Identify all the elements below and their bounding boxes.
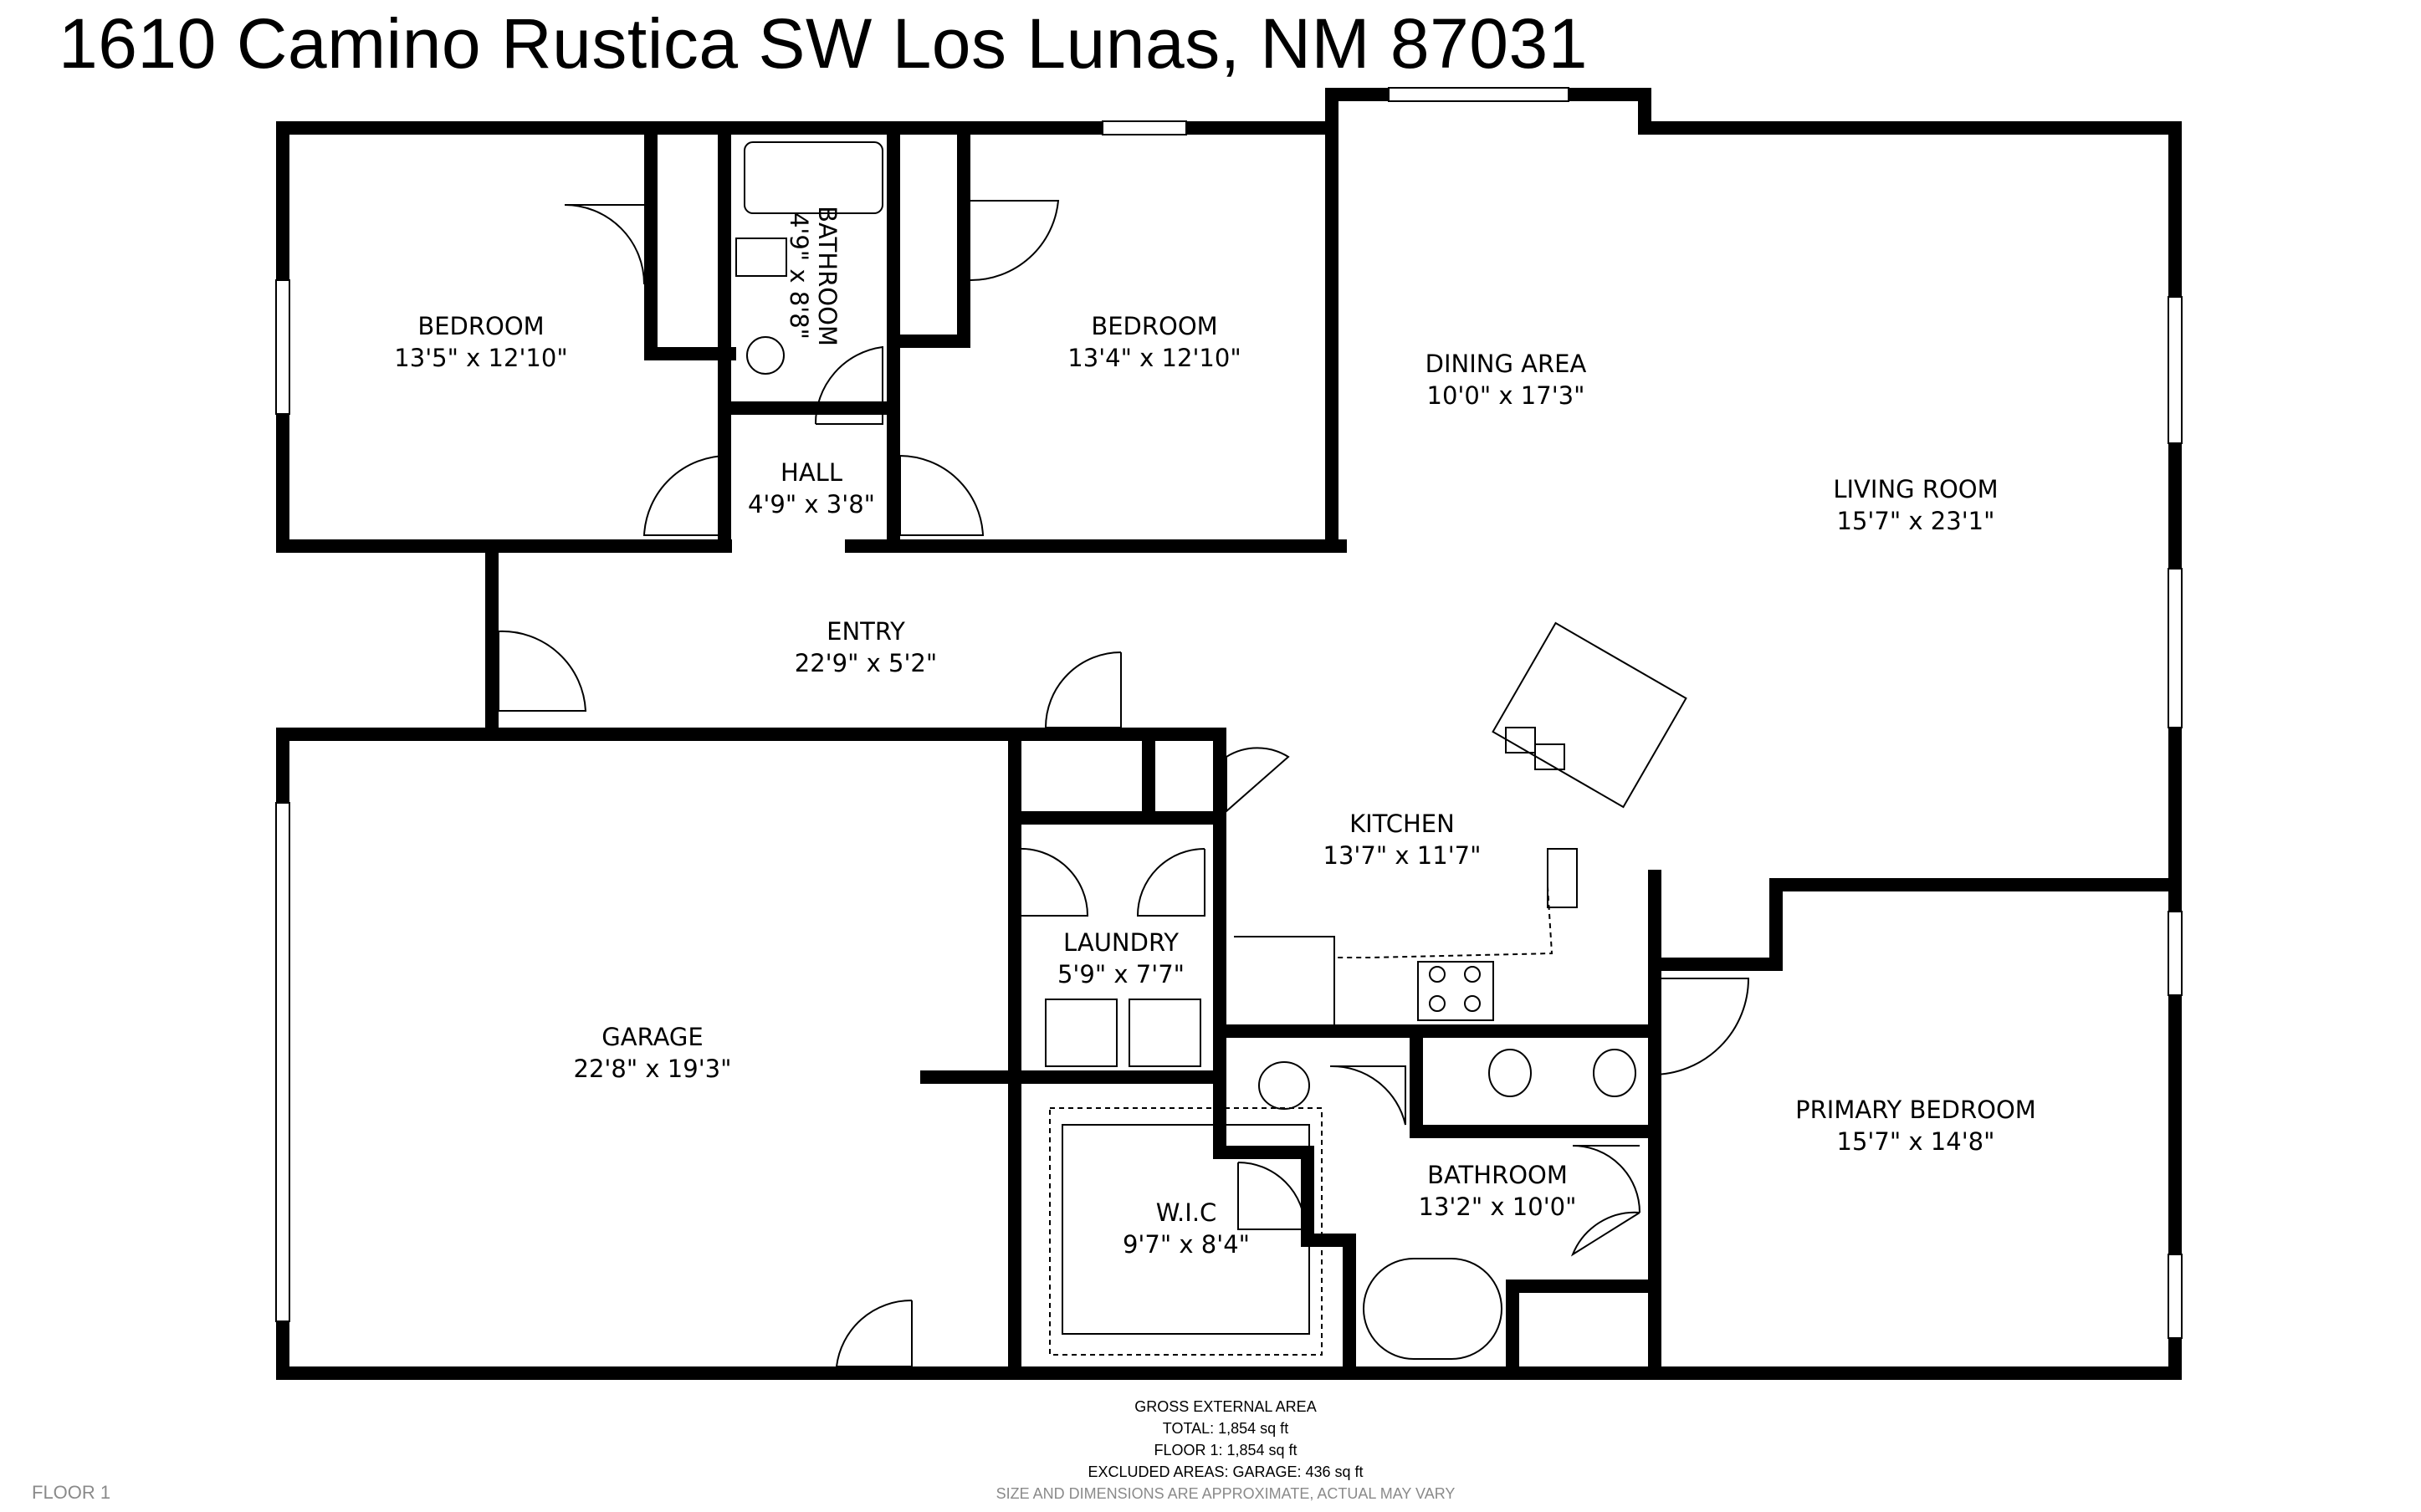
room-garage: GARAGE 22'8" x 19'3"	[574, 1023, 732, 1083]
room-laundry: LAUNDRY 5'9" x 7'7"	[1057, 928, 1185, 988]
disclaimer: SIZE AND DIMENSIONS ARE APPROXIMATE, ACT…	[996, 1485, 1456, 1502]
doors	[498, 200, 1750, 1367]
room-dims: 22'9" x 5'2"	[795, 649, 937, 677]
room-dims: 9'7" x 8'4"	[1123, 1230, 1250, 1259]
room-name: BEDROOM	[417, 312, 544, 340]
room-dims: 4'9" x 8'8"	[785, 212, 813, 340]
room-name: KITCHEN	[1349, 810, 1455, 838]
room-dims: 15'7" x 14'8"	[1837, 1127, 1995, 1156]
room-dims: 5'9" x 7'7"	[1057, 960, 1185, 988]
room-living-room: LIVING ROOM 15'7" x 23'1"	[1833, 475, 1998, 535]
room-name: BATHROOM	[813, 206, 842, 346]
room-name: PRIMARY BEDROOM	[1795, 1096, 2036, 1124]
room-kitchen: KITCHEN 13'7" x 11'7"	[1323, 810, 1482, 870]
room-name: ENTRY	[827, 617, 905, 646]
room-name: LIVING ROOM	[1833, 475, 1998, 503]
room-name: GARAGE	[601, 1023, 703, 1051]
area-excluded: EXCLUDED AREAS: GARAGE: 436 sq ft	[1088, 1463, 1363, 1480]
room-primary-bedroom: PRIMARY BEDROOM 15'7" x 14'8"	[1795, 1096, 2036, 1156]
floor-label: FLOOR 1	[32, 1482, 110, 1503]
room-name: W.I.C	[1156, 1198, 1217, 1227]
area-total: TOTAL: 1,854 sq ft	[1163, 1420, 1288, 1437]
area-summary: GROSS EXTERNAL AREA TOTAL: 1,854 sq ft F…	[996, 1398, 1456, 1502]
windows	[275, 87, 2183, 1339]
room-entry: ENTRY 22'9" x 5'2"	[795, 617, 937, 677]
room-bathroom-top: BATHROOM 4'9" x 8'8"	[785, 206, 842, 346]
room-dining-area: DINING AREA 10'0" x 17'3"	[1425, 350, 1587, 410]
room-hall: HALL 4'9" x 3'8"	[748, 458, 875, 518]
room-dims: 4'9" x 3'8"	[748, 490, 875, 518]
room-name: DINING AREA	[1425, 350, 1587, 378]
room-name: HALL	[781, 458, 842, 487]
room-dims: 13'7" x 11'7"	[1323, 841, 1482, 870]
room-dims: 13'5" x 12'10"	[394, 344, 567, 372]
room-wic: W.I.C 9'7" x 8'4"	[1123, 1198, 1250, 1259]
room-name: BATHROOM	[1427, 1161, 1568, 1189]
room-name: LAUNDRY	[1063, 928, 1179, 957]
room-bathroom-main: BATHROOM 13'2" x 10'0"	[1419, 1161, 1577, 1221]
room-bedroom-mid: BEDROOM 13'4" x 12'10"	[1067, 312, 1241, 372]
walls	[276, 88, 2182, 1380]
room-dims: 22'8" x 19'3"	[574, 1055, 732, 1083]
room-dims: 13'4" x 12'10"	[1067, 344, 1241, 372]
area-heading: GROSS EXTERNAL AREA	[1134, 1398, 1316, 1415]
room-dims: 13'2" x 10'0"	[1419, 1193, 1577, 1221]
room-dims: 10'0" x 17'3"	[1427, 381, 1585, 410]
room-name: BEDROOM	[1091, 312, 1217, 340]
room-bedroom-left: BEDROOM 13'5" x 12'10"	[394, 312, 567, 372]
area-floor: FLOOR 1: 1,854 sq ft	[1154, 1442, 1297, 1458]
room-dims: 15'7" x 23'1"	[1837, 507, 1995, 535]
fixtures	[735, 141, 1687, 1360]
property-address-title: 1610 Camino Rustica SW Los Lunas, NM 870…	[59, 4, 1588, 83]
